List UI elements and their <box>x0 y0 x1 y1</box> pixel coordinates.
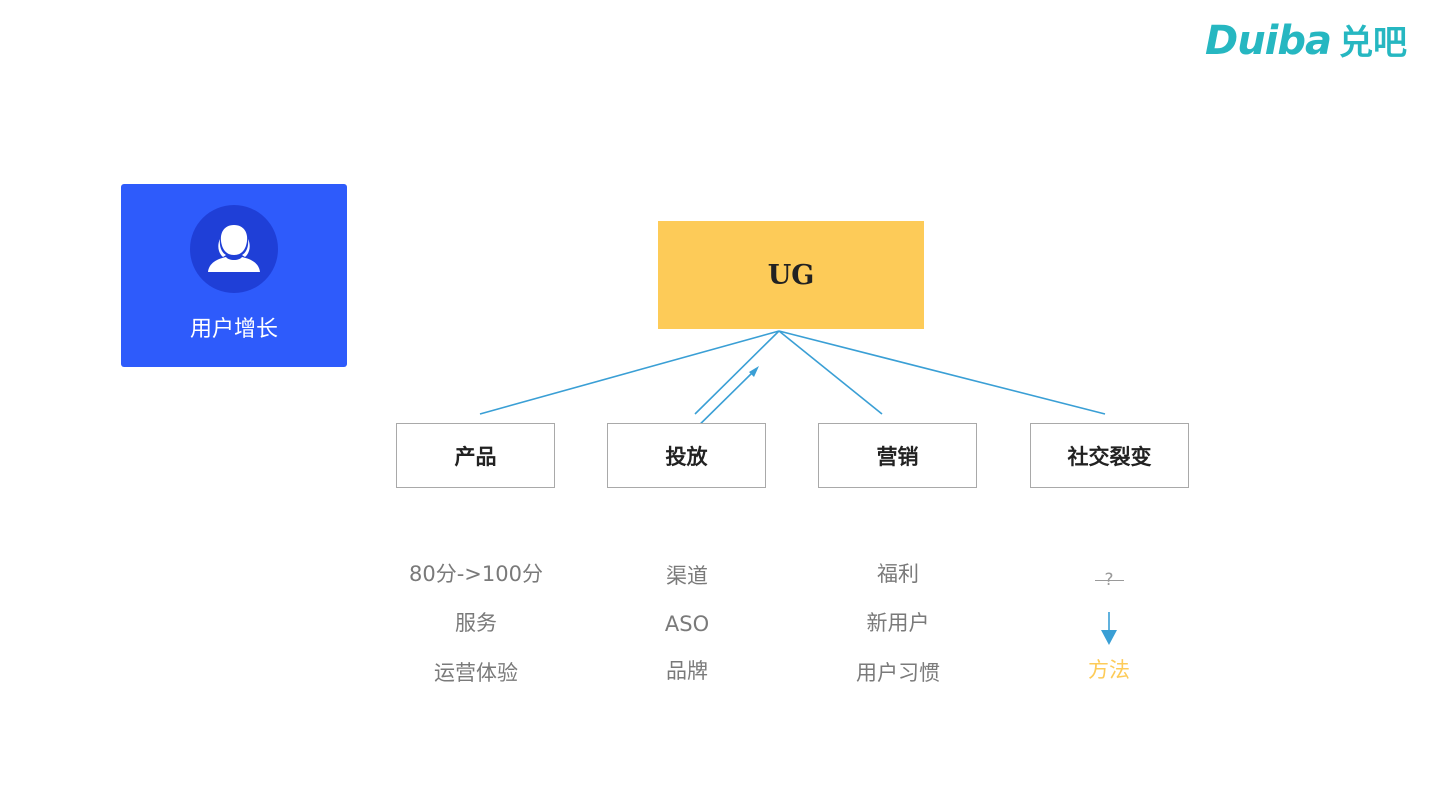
category-marketing: 营销 <box>818 423 977 488</box>
arrow-down-icon <box>1101 630 1117 645</box>
topic-label: 用户增长 <box>189 317 278 342</box>
product-item-2: 服务 <box>455 611 497 635</box>
product-item-1: 80分->100分 <box>409 562 543 586</box>
connector-social <box>778 330 1106 415</box>
placement-item-1: 渠道 <box>666 564 708 588</box>
social-item-method: 方法 <box>1088 658 1130 682</box>
placement-item-3: 品牌 <box>666 659 708 683</box>
placement-item-2: ASO <box>664 612 710 636</box>
avatar <box>190 205 278 293</box>
strikethrough-line <box>1095 580 1124 581</box>
ug-label: UG <box>767 259 815 291</box>
product-item-3: 运营体验 <box>434 661 518 685</box>
marketing-item-1: 福利 <box>877 562 919 586</box>
marketing-item-3: 用户习惯 <box>856 661 940 685</box>
category-placement: 投放 <box>607 423 766 488</box>
category-product: 产品 <box>396 423 555 488</box>
connector-marketing <box>778 330 883 415</box>
connector-placement <box>694 330 780 415</box>
logo-cn: 兑吧 <box>1339 23 1408 63</box>
connector-product <box>479 330 780 415</box>
logo-latin: Duiba <box>1205 18 1332 64</box>
category-social: 社交裂变 <box>1030 423 1189 488</box>
topic-card: 用户增长 <box>121 184 347 367</box>
user-avatar-icon <box>208 225 260 272</box>
growth-arrow-head <box>749 366 759 377</box>
marketing-item-2: 新用户 <box>866 611 930 635</box>
ug-root-node: UG <box>658 221 924 329</box>
